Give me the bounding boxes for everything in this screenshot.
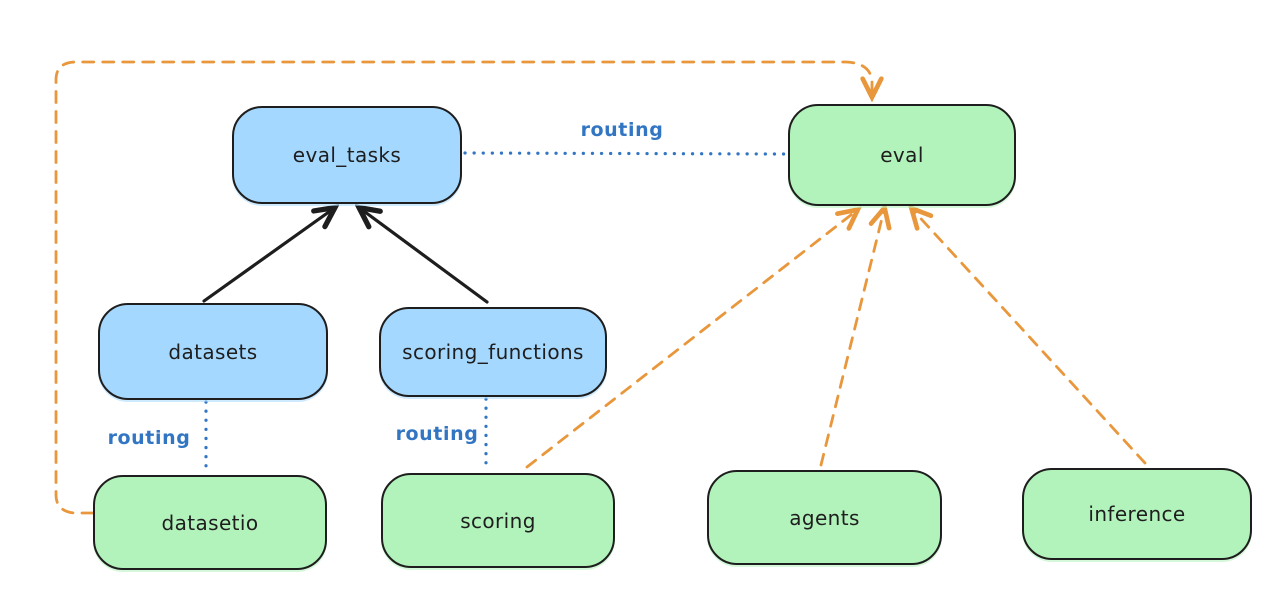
node-eval-tasks: eval_tasks	[232, 106, 462, 204]
edge-datasetio-to-eval	[54, 60, 872, 515]
routing-label-eval-tasks-eval: routing	[580, 119, 664, 141]
edge-routing-eval-tasks-to-eval	[463, 151, 786, 156]
node-datasetio: datasetio	[93, 475, 327, 570]
node-agents-label: agents	[789, 505, 860, 530]
node-scoring-functions: scoring_functions	[379, 307, 607, 397]
routing-label-scoring-functions-scoring: routing	[395, 423, 479, 445]
node-scoring: scoring	[381, 473, 615, 568]
node-agents: agents	[707, 470, 942, 565]
routing-label-datasets-datasetio: routing	[107, 427, 191, 449]
node-inference-label: inference	[1088, 502, 1186, 526]
edge-scoring-to-eval	[525, 211, 856, 469]
node-eval-tasks-label: eval_tasks	[292, 143, 402, 167]
node-datasetio-label: datasetio	[161, 510, 259, 535]
edge-inference-to-eval	[913, 210, 1147, 465]
edge-datasets-to-eval-tasks	[202, 209, 333, 303]
node-eval-label: eval	[880, 143, 924, 167]
node-datasets-label: datasets	[168, 339, 258, 364]
node-scoring-label: scoring	[460, 508, 536, 533]
node-scoring-functions-label: scoring_functions	[402, 340, 584, 364]
edge-scoring-functions-to-eval-tasks	[361, 209, 489, 304]
node-eval: eval	[788, 104, 1016, 206]
node-datasets: datasets	[98, 303, 328, 400]
edge-agents-to-eval	[819, 210, 884, 467]
node-inference: inference	[1022, 468, 1252, 560]
